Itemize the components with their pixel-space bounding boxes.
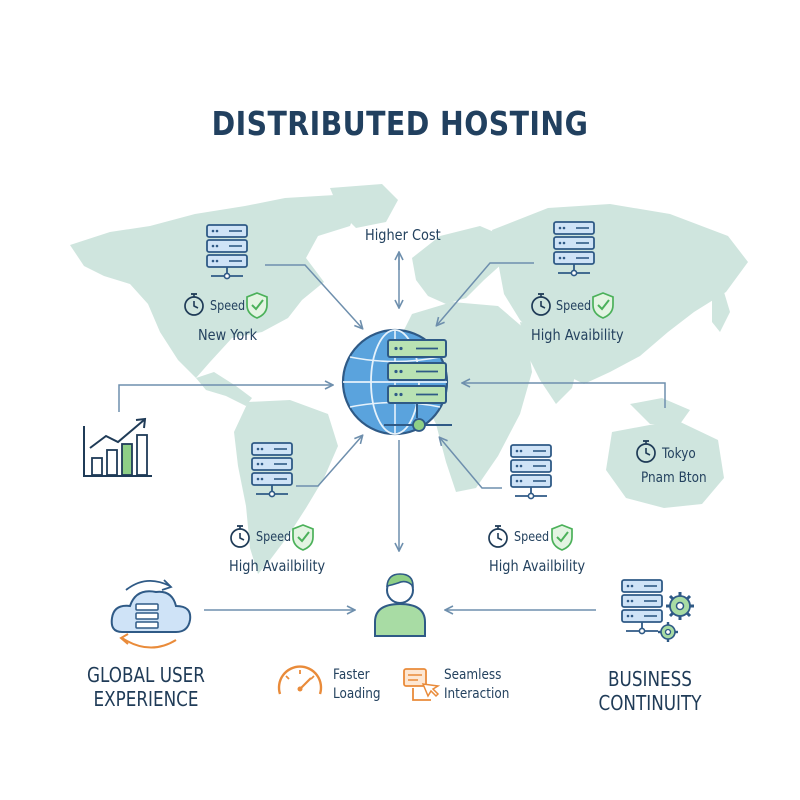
speed-label-europe: Speed (556, 299, 592, 314)
title-line-1: BUSINESS (608, 667, 692, 691)
caption-africa: High Availbility (489, 557, 586, 575)
shield-check-icon (246, 292, 268, 319)
global-user-experience-title: GLOBAL USER EXPERIENCE (70, 663, 221, 711)
city-secondary-asia: Pnam Bton (641, 470, 707, 486)
page-title: DISTRIBUTED HOSTING (211, 104, 589, 143)
feature-faster-line-1: Faster (333, 667, 370, 683)
shield-check-icon (292, 524, 314, 551)
title-line-2: EXPERIENCE (93, 687, 199, 711)
speed-label-new-york: Speed (210, 299, 246, 314)
cloud-sync-icon (110, 579, 192, 649)
title-line-2: CONTINUITY (598, 691, 702, 715)
server-rack-icon (510, 444, 552, 500)
business-continuity-title: BUSINESS CONTINUITY (574, 667, 725, 715)
stopwatch-icon (488, 525, 508, 548)
caption-europe: High Avaibility (531, 326, 624, 344)
user-icon (374, 573, 426, 637)
stopwatch-icon (230, 525, 250, 548)
server-gears-icon (621, 579, 694, 642)
interaction-icon (403, 668, 441, 701)
shield-check-icon (551, 524, 573, 551)
speed-label-south-america: Speed (256, 530, 292, 545)
shield-check-icon (592, 292, 614, 319)
speed-label-africa: Speed (514, 530, 550, 545)
caption-south-america: High Availbility (229, 557, 326, 575)
title-line-1: GLOBAL USER (87, 663, 205, 687)
connectors (118, 253, 666, 610)
feature-faster-line-2: Loading (333, 686, 381, 702)
speedometer-icon (277, 665, 323, 695)
world-map (70, 184, 748, 574)
hub-server-icon (384, 339, 452, 432)
higher-cost-label: Higher Cost (365, 226, 441, 244)
city-new-york: New York (198, 326, 258, 344)
city-tokyo: Tokyo (662, 446, 696, 462)
growth-chart-icon (83, 417, 152, 477)
feature-seamless-line-2: Interaction (444, 686, 510, 702)
feature-seamless-line-1: Seamless (444, 667, 502, 683)
globe-hub (341, 328, 452, 436)
